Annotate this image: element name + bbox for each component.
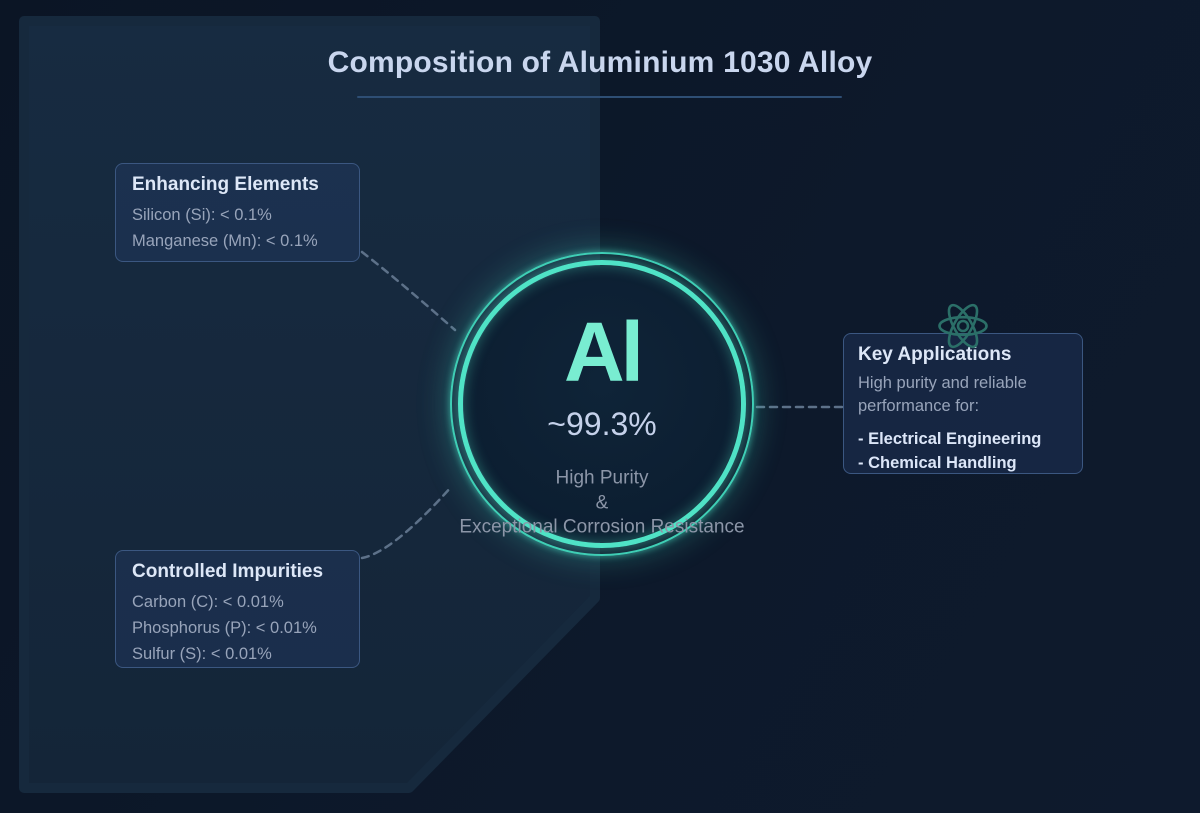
impurity-item: Carbon (C): < 0.01% (132, 593, 284, 611)
controlled-impurities-heading: Controlled Impurities (132, 561, 324, 582)
applications-intro-line: High purity and reliable (858, 374, 1027, 392)
impurity-item: Sulfur (S): < 0.01% (132, 645, 272, 663)
application-item: - Chemical Handling (858, 454, 1017, 472)
atom-icon (933, 301, 993, 351)
impurity-item: Phosphorus (P): < 0.01% (132, 619, 317, 637)
element-subtitle-line: & (595, 491, 609, 513)
enhancing-elements-card: Enhancing Elements Silicon (Si): < 0.1% … (115, 163, 360, 262)
connector-enhancing-to-circle (360, 250, 457, 332)
enhancing-item: Manganese (Mn): < 0.1% (132, 232, 318, 250)
element-circle: Al ~99.3% High Purity & Exceptional Corr… (450, 252, 754, 556)
key-applications-card: Key Applications High purity and reliabl… (843, 333, 1083, 474)
controlled-impurities-card: Controlled Impurities Carbon (C): < 0.01… (115, 550, 360, 668)
title-underline (357, 96, 842, 98)
key-applications-heading: Key Applications (858, 344, 1012, 365)
enhancing-item: Silicon (Si): < 0.1% (132, 206, 272, 224)
application-item: - Electrical Engineering (858, 430, 1042, 448)
element-subtitle: High Purity & Exceptional Corrosion Resi… (437, 466, 767, 540)
page-title: Composition of Aluminium 1030 Alloy (327, 46, 873, 79)
applications-intro: High purity and reliable performance for… (858, 372, 1068, 418)
applications-intro-line: performance for: (858, 397, 980, 415)
element-subtitle-line: High Purity (555, 467, 649, 489)
element-subtitle-line: Exceptional Corrosion Resistance (459, 516, 745, 538)
enhancing-elements-heading: Enhancing Elements (132, 174, 319, 195)
element-purity-value: ~99.3% (547, 406, 657, 442)
element-symbol: Al (564, 305, 644, 399)
